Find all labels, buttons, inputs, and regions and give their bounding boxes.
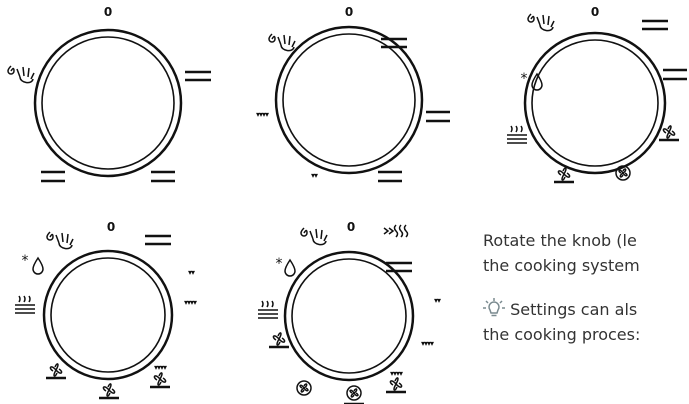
grill-small-icon: ▾▾ [434, 296, 441, 305]
snowflake-icon: * [276, 256, 283, 272]
tip-line-2: the cooking proces: [483, 325, 641, 344]
fan-bottom-heat-icon [657, 124, 681, 142]
top-bottom-heat-icon [424, 110, 452, 123]
knob-3-outer-ring [523, 31, 667, 175]
bottom-heat-icon [376, 170, 404, 183]
instruction-text: Rotate the knob (le the cooking system [483, 228, 689, 278]
grill-small-icon: ▾▾ [188, 268, 195, 277]
knob-2-zero-label: 0 [345, 5, 353, 19]
fan-heat-icon [267, 331, 291, 349]
knob-5-inner-ring [291, 258, 407, 374]
grill-fan-icon: ▾▾▾▾ [390, 369, 403, 378]
knob-2-inner-ring [282, 33, 416, 167]
tip-text: Settings can als the cooking proces: [483, 297, 689, 347]
knob-3-inner-ring [531, 39, 659, 167]
hand-wash-icon [300, 227, 328, 246]
drop-icon [32, 257, 44, 275]
grill-small-icon: ▾▾ [311, 171, 318, 180]
drop-icon [284, 259, 296, 277]
top-heat-icon [640, 19, 670, 31]
knob-1: 0 [7, 5, 213, 183]
grill-full-icon: ▾▾▾▾ [421, 339, 434, 348]
knob-3-zero-label: 0 [591, 5, 599, 19]
instruction-line-2: the cooking system [483, 256, 640, 275]
knob-5-outer-ring [283, 250, 415, 382]
hand-wash-icon [46, 231, 74, 250]
knob-4-outer-ring [42, 249, 174, 381]
plate-warming-icon [14, 295, 36, 314]
steam-icon [383, 224, 409, 238]
instruction-line-1: Rotate the knob (le [483, 231, 637, 250]
knob-4: 0 * ▾▾ ▾▾▾▾ ▾▾▾▾ [14, 220, 198, 400]
fan-ring-icon [296, 380, 312, 396]
grill-fan-icon [148, 371, 172, 389]
top-bottom-heat-icon [661, 68, 689, 81]
knob-1-outer-ring [33, 28, 183, 178]
plate-warming-icon [506, 125, 528, 144]
knob-4-inner-ring [50, 257, 166, 373]
hand-wash-icon [527, 13, 555, 32]
top-heat-icon [183, 70, 213, 82]
fan-heat-icon [44, 362, 68, 380]
tip-line-1-row: Settings can als [483, 297, 689, 322]
tip-line-1: Settings can als [510, 300, 638, 319]
grill-full-icon: ▾▾▾▾ [184, 298, 197, 307]
knob-4-zero-label: 0 [107, 220, 115, 234]
grill-fan-icon [384, 376, 408, 394]
bottom-heat-icon [39, 170, 67, 183]
knob-5-zero-label: 0 [347, 220, 355, 234]
knob-1-inner-ring [41, 36, 175, 170]
bottom-heat-icon [149, 170, 177, 183]
hand-wash-icon [7, 65, 35, 84]
grill-full-icon: ▾▾▾▾ [256, 110, 269, 119]
hand-wash-icon [268, 33, 296, 52]
drop-icon [531, 73, 543, 91]
snowflake-icon: * [521, 71, 528, 87]
knob-5: 0 * ▾▾ ▾▾▾▾ ▾▾▾▾ [257, 220, 442, 404]
top-heat-icon [143, 234, 173, 246]
bulb-icon [483, 298, 505, 317]
plate-warming-icon [257, 300, 279, 319]
knob-2-outer-ring [274, 25, 424, 175]
knob-1-zero-label: 0 [104, 5, 112, 19]
snowflake-icon: * [22, 253, 29, 269]
knob-3: 0 * [506, 5, 689, 184]
grill-fan-icon: ▾▾▾▾ [154, 363, 167, 372]
fan-ring-bottom-icon [346, 385, 362, 401]
fan-bottom-heat-icon [97, 382, 121, 400]
knob-2: 0 ▾▾▾▾ ▾▾ [256, 5, 452, 183]
